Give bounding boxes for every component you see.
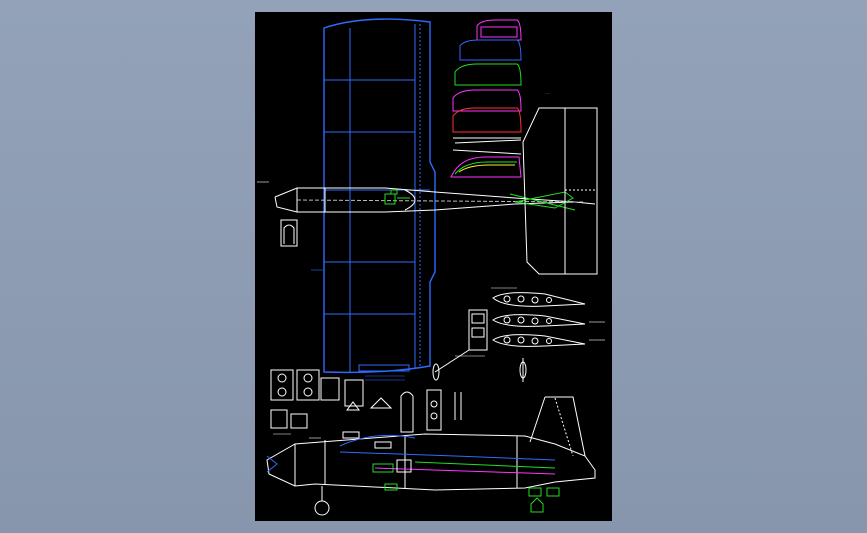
svg-text:·····: ·····	[545, 91, 550, 95]
fuselage-side-view	[266, 396, 596, 516]
wing-rib-templates	[434, 292, 586, 382]
servo-block-top	[384, 189, 576, 211]
rc-plane-blueprint: ·····	[257, 18, 605, 516]
former-set-colored	[450, 19, 522, 178]
fuselage-top-view	[274, 187, 596, 213]
annotation-marks	[257, 181, 605, 439]
horizontal-stabilizer: ·····	[522, 91, 598, 275]
fuselage-side-details	[266, 434, 560, 513]
wing-plan-view	[323, 18, 436, 374]
small-parts	[270, 219, 462, 449]
drawing-sheet: ·····	[255, 12, 612, 521]
